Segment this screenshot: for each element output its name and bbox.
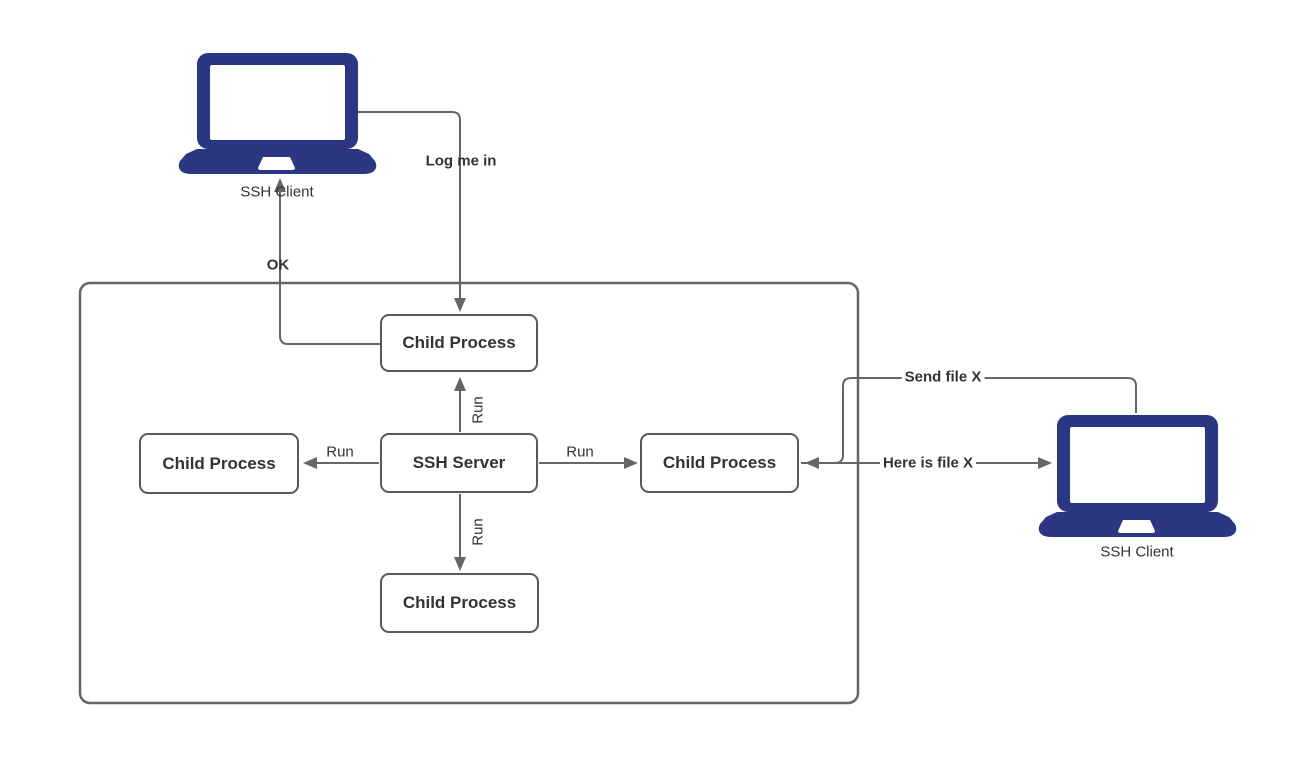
laptop-icon-left <box>178 53 377 174</box>
label-ssh-client-right: SSH Client <box>1100 543 1174 561</box>
edge-log-me-in <box>357 111 466 312</box>
connectors <box>274 111 1137 571</box>
node-child-process-left: Child Process <box>139 433 299 494</box>
label-run-down: Run <box>469 518 487 546</box>
laptop-icon-right <box>1038 415 1237 537</box>
edge-ok <box>274 178 380 345</box>
edge-send-file-x <box>805 377 1137 469</box>
label-run-right: Run <box>566 443 594 461</box>
label-ok: OK <box>266 256 290 274</box>
label-ssh-client-left: SSH Client <box>240 183 314 201</box>
label-here-is-file-x: Here is file X <box>879 454 977 472</box>
node-child-process-bottom: Child Process <box>380 573 539 633</box>
node-child-process-right: Child Process <box>640 433 799 493</box>
label-run-up: Run <box>469 396 487 424</box>
label-send-file-x: Send file X <box>901 368 985 386</box>
label-run-left: Run <box>326 443 354 461</box>
server-boundary-box <box>78 281 860 705</box>
node-ssh-server: SSH Server <box>380 433 538 493</box>
label-log-me-in: Log me in <box>425 152 497 170</box>
node-child-process-top: Child Process <box>380 314 538 372</box>
